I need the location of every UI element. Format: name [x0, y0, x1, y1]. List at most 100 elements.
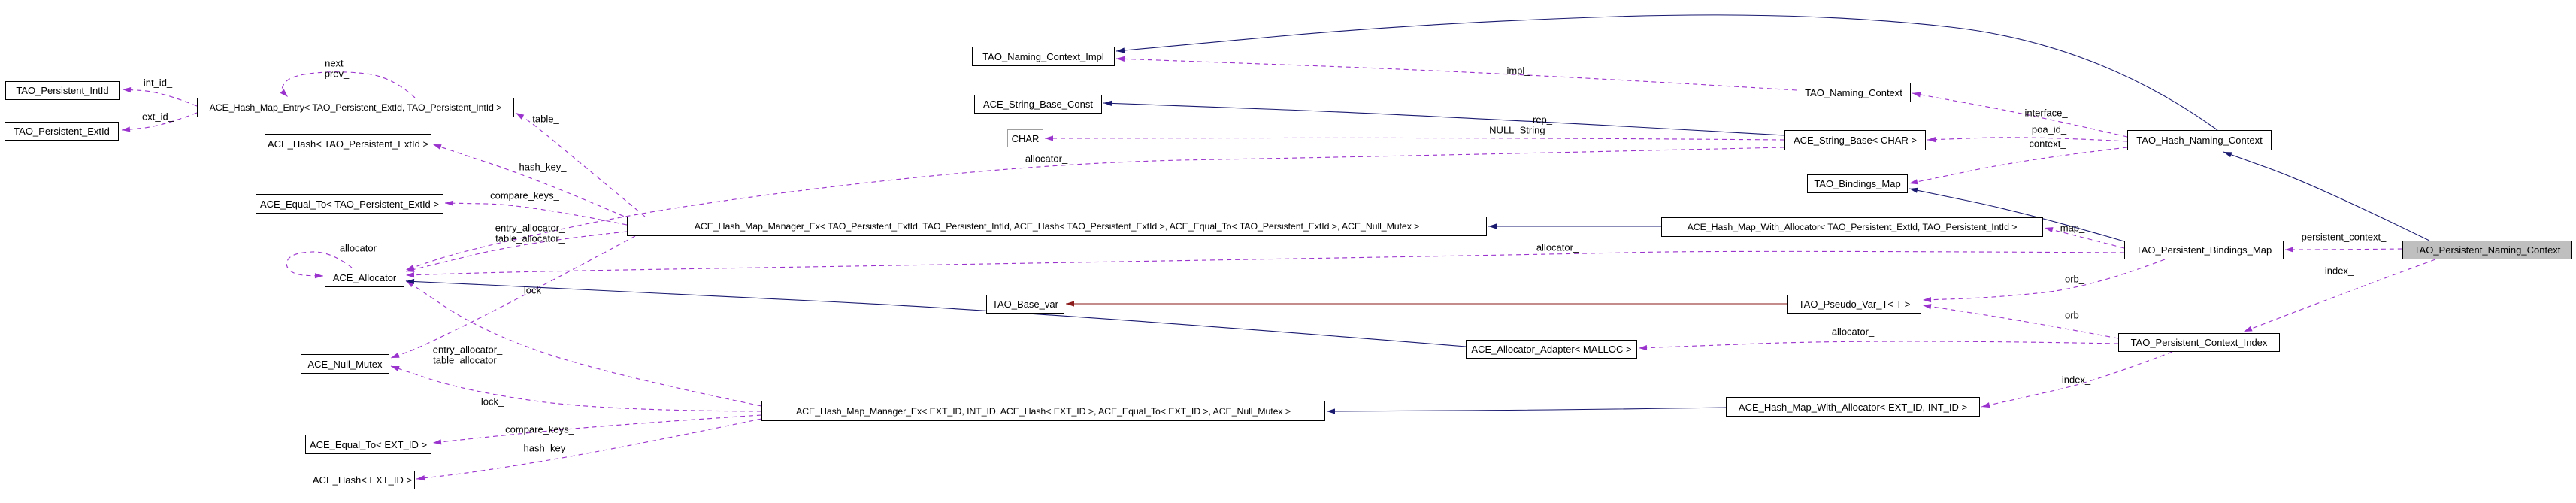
edge-use-hash_map_entry-to-persistent_intid: [122, 89, 198, 107]
arrowhead-icon: [1327, 408, 1336, 414]
edge-use-ace_allocator-to-ace_allocator: [286, 251, 353, 277]
class-node-hash_naming_context[interactable]: TAO_Hash_Naming_Context: [2127, 130, 2272, 150]
class-node-base_var[interactable]: TAO_Base_var: [986, 295, 1064, 314]
edge-use-manager_tpe-to-hash_tpe: [432, 144, 632, 220]
edge-inherit-hmwa_extid-to-manager_extid: [1326, 407, 1727, 412]
edge-label-allocator: allocator_: [1536, 241, 1579, 253]
edge-use-naming_context-to-naming_context_impl: [1115, 58, 1797, 91]
edge-use-string_base_char-to-ace_allocator: [405, 147, 1785, 271]
arrowhead-icon: [2223, 152, 2232, 158]
arrowhead-icon: [391, 366, 400, 371]
class-node-equal_extid[interactable]: ACE_Equal_To< EXT_ID >: [305, 435, 431, 454]
edge-label-compare-keys: compare_keys_: [505, 423, 574, 435]
class-node-label: ACE_String_Base< CHAR >: [1793, 135, 1918, 146]
class-node-label: TAO_Hash_Naming_Context: [2136, 135, 2263, 146]
class-node-label: TAO_Persistent_Bindings_Map: [2136, 244, 2272, 256]
edge-use-manager_extid-to-ace_allocator: [405, 280, 762, 407]
class-node-hash_tpe[interactable]: ACE_Hash< TAO_Persistent_ExtId >: [265, 134, 431, 153]
edge-label-hash-key: hash_key_: [523, 442, 571, 454]
arrowhead-icon: [1116, 47, 1125, 53]
arrowhead-icon: [433, 439, 442, 445]
class-node-label: TAO_Pseudo_Var_T< T >: [1798, 298, 1911, 310]
arrowhead-icon: [2285, 247, 2293, 253]
class-node-pseudo_var[interactable]: TAO_Pseudo_Var_T< T >: [1787, 295, 1921, 314]
class-node-equal_tpe[interactable]: ACE_Equal_To< TAO_Persistent_ExtId >: [256, 194, 443, 214]
class-node-label: TAO_Persistent_Context_Index: [2130, 337, 2268, 348]
class-node-persistent_extid[interactable]: TAO_Persistent_ExtId: [5, 122, 119, 141]
edge-label-entry-allocator: entry_allocator_: [495, 222, 565, 234]
class-node-label: ACE_Hash< TAO_Persistent_ExtId >: [267, 138, 429, 150]
class-node-label: TAO_Naming_Context: [1805, 86, 1902, 98]
class-node-label: ACE_Allocator: [332, 271, 397, 283]
arrowhead-icon: [280, 89, 288, 97]
edge-label-index: index_: [2061, 374, 2091, 386]
class-node-persistent_context_index[interactable]: TAO_Persistent_Context_Index: [2118, 333, 2280, 352]
edge-label-table: table_: [532, 113, 559, 125]
class-node-label: ACE_String_Base_Const: [983, 98, 1093, 110]
edge-label-context: context_: [2029, 138, 2066, 150]
class-node-label: TAO_Naming_Context_Impl: [982, 50, 1104, 62]
class-node-hash_map_entry[interactable]: ACE_Hash_Map_Entry< TAO_Persistent_ExtId…: [197, 98, 514, 117]
arrowhead-icon: [416, 475, 425, 481]
class-node-persistent_intid[interactable]: TAO_Persistent_IntId: [5, 81, 120, 100]
class-node-label: ACE_Hash_Map_With_Allocator< TAO_Persist…: [1687, 222, 2018, 232]
arrowhead-icon: [516, 113, 525, 120]
arrowhead-icon: [1909, 179, 1918, 185]
edge-use-persistent_context_index-to-allocator_adapter: [1638, 341, 2119, 349]
edge-use-persistent_bindings_map-to-hmwa_tpe: [2044, 227, 2125, 249]
edge-label-index: index_: [2324, 265, 2354, 277]
arrowhead-icon: [1066, 301, 1074, 307]
edge-use-manager_tpe-to-hash_map_entry: [515, 112, 646, 217]
class-node-label: ACE_Hash_Map_With_Allocator< EXT_ID, INT…: [1738, 401, 1968, 413]
class-node-bindings_map[interactable]: TAO_Bindings_Map: [1807, 174, 1908, 193]
edge-use-hash_map_entry-to-persistent_extid: [121, 112, 198, 131]
class-node-hmwa_extid[interactable]: ACE_Hash_Map_With_Allocator< EXT_ID, INT…: [1726, 397, 1980, 417]
class-node-label: TAO_Base_var: [992, 298, 1058, 310]
class-node-persistent_bindings_map[interactable]: TAO_Persistent_Bindings_Map: [2124, 241, 2284, 259]
arrowhead-icon: [406, 272, 415, 278]
edge-label-table-allocator: table_allocator_: [433, 354, 502, 366]
class-node-allocator_adapter[interactable]: ACE_Allocator_Adapter< MALLOC >: [1466, 340, 1637, 359]
edge-label-map: map_: [2060, 222, 2085, 234]
class-node-label: TAO_Persistent_ExtId: [14, 126, 110, 137]
class-node-ace_allocator[interactable]: ACE_Allocator: [325, 268, 404, 287]
edge-label-NULL-String: NULL_String_: [1489, 124, 1551, 136]
class-node-hash_extid[interactable]: ACE_Hash< EXT_ID >: [310, 471, 415, 489]
class-node-null_mutex[interactable]: ACE_Null_Mutex: [301, 354, 389, 374]
class-node-label: ACE_Equal_To< EXT_ID >: [309, 438, 428, 450]
arrowhead-icon: [2244, 326, 2253, 332]
class-node-naming_context_impl[interactable]: TAO_Naming_Context_Impl: [972, 47, 1115, 66]
class-node-manager_extid[interactable]: ACE_Hash_Map_Manager_Ex< EXT_ID, INT_ID,…: [761, 401, 1325, 421]
arrowhead-icon: [122, 126, 131, 132]
class-node-persistent_naming_context[interactable]: TAO_Persistent_Naming_Context: [2402, 241, 2572, 259]
edge-label-impl: impl_: [1506, 65, 1530, 77]
edge-inherit-allocator_adapter-to-ace_allocator: [405, 280, 1467, 347]
class-node-string_base_char[interactable]: ACE_String_Base< CHAR >: [1784, 130, 1926, 150]
edge-label-prev: prev_: [324, 68, 350, 80]
edge-use-persistent_bindings_map-to-pseudo_var: [1922, 259, 2166, 301]
edge-use-manager_extid-to-null_mutex: [390, 365, 762, 412]
edge-use-manager_tpe-to-null_mutex: [390, 235, 636, 359]
class-node-label: ACE_Equal_To< TAO_Persistent_ExtId >: [260, 198, 439, 210]
edge-label-poa-id: poa_id_: [2031, 123, 2067, 135]
arrowhead-icon: [406, 265, 415, 270]
arrowhead-icon: [1103, 100, 1112, 107]
class-node-label: ACE_Hash_Map_Manager_Ex< EXT_ID, INT_ID,…: [796, 405, 1291, 417]
edge-label-compare-keys: compare_keys_: [490, 189, 559, 202]
edge-use-hash_naming_context-to-string_base_char: [1927, 137, 2128, 142]
class-node-naming_context[interactable]: TAO_Naming_Context: [1797, 83, 1911, 102]
class-node-char: CHAR: [1007, 129, 1043, 147]
class-node-string_base_const[interactable]: ACE_String_Base_Const: [974, 95, 1102, 114]
class-node-label: CHAR: [1011, 132, 1040, 144]
edge-label-orb: orb_: [2064, 309, 2085, 321]
edge-use-persistent_naming_context-to-persistent_context_index: [2243, 259, 2436, 332]
edge-use-persistent_context_index-to-pseudo_var: [1922, 305, 2119, 339]
edge-use-string_base_char-to-char: [1044, 137, 1785, 141]
class-node-manager_tpe[interactable]: ACE_Hash_Map_Manager_Ex< TAO_Persistent_…: [627, 217, 1487, 236]
edge-label-entry-allocator: entry_allocator_: [432, 344, 503, 356]
class-node-hmwa_tpe[interactable]: ACE_Hash_Map_With_Allocator< TAO_Persist…: [1661, 217, 2043, 237]
edge-label-table-allocator: table_allocator_: [495, 232, 565, 244]
edge-label-hash-key: hash_key_: [519, 161, 567, 173]
